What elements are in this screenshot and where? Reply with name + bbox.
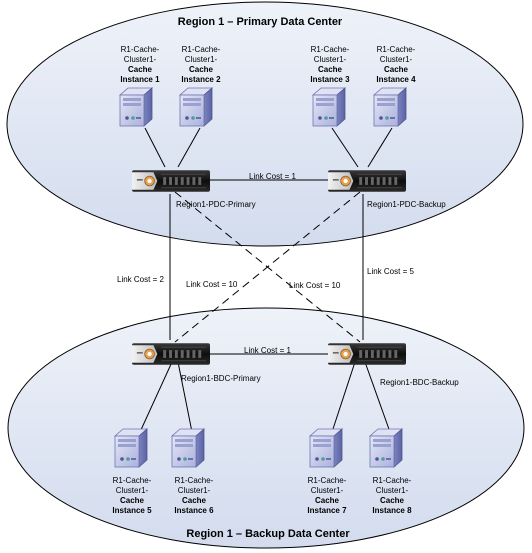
router-pdc-primary-label: Region1-PDC-Primary bbox=[176, 200, 256, 209]
svg-text:Instance 7: Instance 7 bbox=[307, 506, 347, 515]
svg-text:Cache: Cache bbox=[384, 65, 409, 74]
server-instance-5-icon[interactable] bbox=[114, 428, 148, 468]
router-bdc-primary-icon[interactable] bbox=[132, 342, 210, 366]
link-left-vertical-label: Link Cost = 2 bbox=[117, 275, 164, 284]
svg-text:R1-Cache-: R1-Cache- bbox=[121, 45, 160, 54]
cache-instance-2-label: R1-Cache- Cluster1- Cache Instance 2 bbox=[181, 45, 221, 84]
server-instance-6-icon[interactable] bbox=[171, 428, 205, 468]
svg-text:Cache: Cache bbox=[189, 65, 214, 74]
cache-instance-6-label: R1-Cache- Cluster1- Cache Instance 6 bbox=[174, 476, 214, 515]
svg-text:R1-Cache-: R1-Cache- bbox=[308, 476, 347, 485]
cache-instance-3-label: R1-Cache- Cluster1- Cache Instance 3 bbox=[310, 45, 350, 84]
svg-text:Instance 1: Instance 1 bbox=[120, 75, 160, 84]
server-instance-2-icon[interactable] bbox=[179, 87, 213, 127]
svg-text:R1-Cache-: R1-Cache- bbox=[311, 45, 350, 54]
svg-text:Cluster1-: Cluster1- bbox=[185, 55, 218, 64]
link-cross-right bbox=[174, 191, 361, 343]
svg-text:Instance 2: Instance 2 bbox=[181, 75, 221, 84]
svg-text:Cache: Cache bbox=[128, 65, 153, 74]
svg-text:Cache: Cache bbox=[315, 496, 340, 505]
svg-text:R1-Cache-: R1-Cache- bbox=[373, 476, 412, 485]
svg-text:Cluster1-: Cluster1- bbox=[314, 55, 347, 64]
connector-instance-4 bbox=[367, 127, 393, 168]
svg-text:Cluster1-: Cluster1- bbox=[311, 486, 344, 495]
cache-instance-1-label: R1-Cache- Cluster1- Cache Instance 1 bbox=[120, 45, 160, 84]
router-bdc-backup-icon[interactable] bbox=[328, 342, 406, 366]
server-instance-4-icon[interactable] bbox=[373, 87, 407, 127]
svg-text:Cache: Cache bbox=[380, 496, 405, 505]
svg-text:Cluster1-: Cluster1- bbox=[376, 486, 409, 495]
svg-text:Cache: Cache bbox=[318, 65, 343, 74]
cache-instance-7-label: R1-Cache- Cluster1- Cache Instance 7 bbox=[307, 476, 347, 515]
svg-text:R1-Cache-: R1-Cache- bbox=[175, 476, 214, 485]
connector-instance-1 bbox=[144, 127, 166, 168]
connector-instance-8 bbox=[364, 361, 391, 433]
connector-instance-2 bbox=[177, 127, 201, 168]
server-instance-8-icon[interactable] bbox=[369, 428, 403, 468]
primary-region-ellipse bbox=[6, 1, 524, 247]
cache-instance-4-label: R1-Cache- Cluster1- Cache Instance 4 bbox=[376, 45, 416, 84]
backup-region-ellipse bbox=[7, 307, 525, 549]
svg-text:Instance 4: Instance 4 bbox=[376, 75, 416, 84]
svg-text:Instance 5: Instance 5 bbox=[112, 506, 152, 515]
link-cross-right-label: Link Cost = 10 bbox=[289, 281, 341, 290]
svg-text:Cluster1-: Cluster1- bbox=[116, 486, 149, 495]
connector-instance-6 bbox=[177, 361, 193, 433]
backup-region-title: Region 1 – Backup Data Center bbox=[186, 528, 350, 540]
router-links bbox=[169, 179, 364, 355]
router-bdc-backup-label: Region1-BDC-Backup bbox=[380, 378, 459, 387]
svg-text:R1-Cache-: R1-Cache- bbox=[113, 476, 152, 485]
connector-instance-5 bbox=[139, 361, 173, 433]
svg-text:Cluster1-: Cluster1- bbox=[178, 486, 211, 495]
svg-text:R1-Cache-: R1-Cache- bbox=[182, 45, 221, 54]
server-instance-3-icon[interactable] bbox=[312, 87, 346, 127]
svg-text:Cache: Cache bbox=[182, 496, 207, 505]
link-bdc-label: Link Cost = 1 bbox=[244, 346, 291, 355]
connector-instance-7 bbox=[331, 361, 356, 433]
server-connections bbox=[139, 127, 393, 433]
link-cross-left-label: Link Cost = 10 bbox=[186, 280, 238, 289]
server-instance-7-icon[interactable] bbox=[309, 428, 343, 468]
svg-text:Instance 8: Instance 8 bbox=[372, 506, 412, 515]
cache-instance-8-label: R1-Cache- Cluster1- Cache Instance 8 bbox=[372, 476, 412, 515]
svg-text:Instance 3: Instance 3 bbox=[310, 75, 350, 84]
link-right-vertical-label: Link Cost = 5 bbox=[367, 267, 414, 276]
cache-instance-5-label: R1-Cache- Cluster1- Cache Instance 5 bbox=[112, 476, 152, 515]
server-instance-1-icon[interactable] bbox=[119, 87, 153, 127]
svg-text:Cluster1-: Cluster1- bbox=[124, 55, 157, 64]
link-pdc-label: Link Cost = 1 bbox=[249, 172, 296, 181]
router-pdc-backup-icon[interactable] bbox=[328, 169, 406, 193]
connector-instance-3 bbox=[331, 127, 359, 168]
router-pdc-backup-label: Region1-PDC-Backup bbox=[367, 200, 446, 209]
svg-text:Cluster1-: Cluster1- bbox=[380, 55, 413, 64]
router-pdc-primary-icon[interactable] bbox=[132, 169, 210, 193]
svg-text:Cache: Cache bbox=[120, 496, 145, 505]
svg-text:Instance 6: Instance 6 bbox=[174, 506, 214, 515]
primary-region-title: Region 1 – Primary Data Center bbox=[178, 16, 343, 28]
svg-text:R1-Cache-: R1-Cache- bbox=[377, 45, 416, 54]
router-bdc-primary-label: Region1-BDC-Primary bbox=[181, 374, 261, 383]
